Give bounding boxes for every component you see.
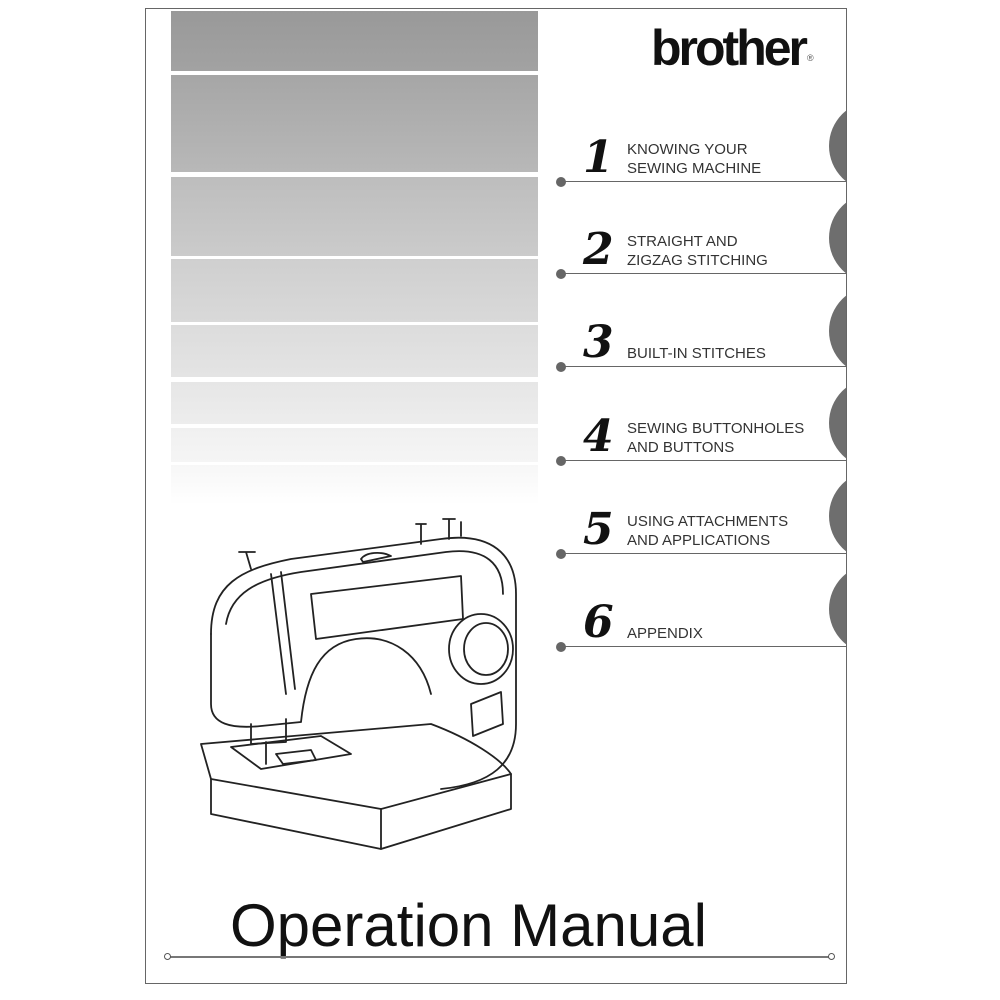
chapter-number: 6	[583, 597, 614, 648]
chapter-entry-4[interactable]: 4 SEWING BUTTONHOLES AND BUTTONS	[556, 369, 846, 466]
bottom-rule	[168, 956, 831, 958]
bullet-dot	[556, 269, 566, 279]
chapter-title: BUILT-IN STITCHES	[627, 344, 766, 363]
chapter-entry-1[interactable]: 1 KNOWING YOUR SEWING MACHINE	[556, 90, 846, 187]
chapter-rule	[559, 365, 846, 367]
chapter-title-line: ZIGZAG STITCHING	[627, 252, 768, 269]
chapter-number: 2	[583, 224, 614, 275]
chapter-number: 1	[583, 132, 614, 183]
chapter-entry-5[interactable]: 5 USING ATTACHMENTS AND APPLICATIONS	[556, 462, 846, 559]
logo-text: brother	[651, 20, 808, 76]
bullet-dot	[556, 549, 566, 559]
bullet-dot	[556, 642, 566, 652]
chapter-title: SEWING BUTTONHOLES AND BUTTONS	[627, 419, 804, 457]
chapter-number: 4	[583, 411, 614, 462]
chapter-title-line: KNOWING YOUR	[627, 141, 748, 158]
chapter-title-line: APPENDIX	[627, 625, 703, 642]
bullet-dot	[556, 456, 566, 466]
chapter-title: USING ATTACHMENTS AND APPLICATIONS	[627, 512, 788, 550]
band	[171, 177, 538, 256]
chapter-title-line: STRAIGHT AND	[627, 233, 738, 250]
band	[171, 325, 538, 377]
bullet-dot	[556, 177, 566, 187]
band	[171, 465, 538, 505]
chapter-rule	[559, 552, 846, 554]
chapter-title-line: SEWING BUTTONHOLES	[627, 420, 805, 437]
chapter-rule	[559, 272, 846, 274]
chapter-entry-2[interactable]: 2 STRAIGHT AND ZIGZAG STITCHING	[556, 182, 846, 279]
chapter-title-line: BUILT-IN STITCHES	[627, 345, 766, 362]
chapter-title-line: AND APPLICATIONS	[627, 532, 771, 549]
chapter-rule	[559, 459, 846, 461]
chapter-title: STRAIGHT AND ZIGZAG STITCHING	[627, 232, 768, 270]
chapter-number: 3	[583, 317, 614, 368]
rule-end-dot	[164, 953, 171, 960]
band	[171, 75, 538, 172]
band	[171, 11, 538, 71]
bullet-dot	[556, 362, 566, 372]
document-title: Operation Manual	[230, 892, 707, 959]
rule-end-dot	[828, 953, 835, 960]
chapter-number: 5	[583, 504, 614, 555]
chapter-entry-3[interactable]: 3 BUILT-IN STITCHES	[556, 275, 846, 372]
chapter-entry-6[interactable]: 6 APPENDIX	[556, 555, 846, 652]
registered-mark: ®	[807, 53, 814, 63]
chapter-title-line: SEWING MACHINE	[627, 160, 762, 177]
chapter-title-line: AND BUTTONS	[627, 439, 735, 456]
chapter-rule	[559, 645, 846, 647]
chapter-rule	[559, 180, 846, 182]
band	[171, 259, 538, 322]
brother-logo: brother®	[651, 19, 814, 77]
sewing-machine-illustration	[200, 518, 517, 850]
band	[171, 428, 538, 462]
chapter-title-line: USING ATTACHMENTS	[627, 513, 789, 530]
band	[171, 382, 538, 424]
chapter-title: KNOWING YOUR SEWING MACHINE	[627, 140, 761, 178]
manual-cover: brother® 1 KNOWING YOUR SEWING MACHINE 2 …	[145, 8, 847, 984]
chapter-title: APPENDIX	[627, 624, 703, 643]
